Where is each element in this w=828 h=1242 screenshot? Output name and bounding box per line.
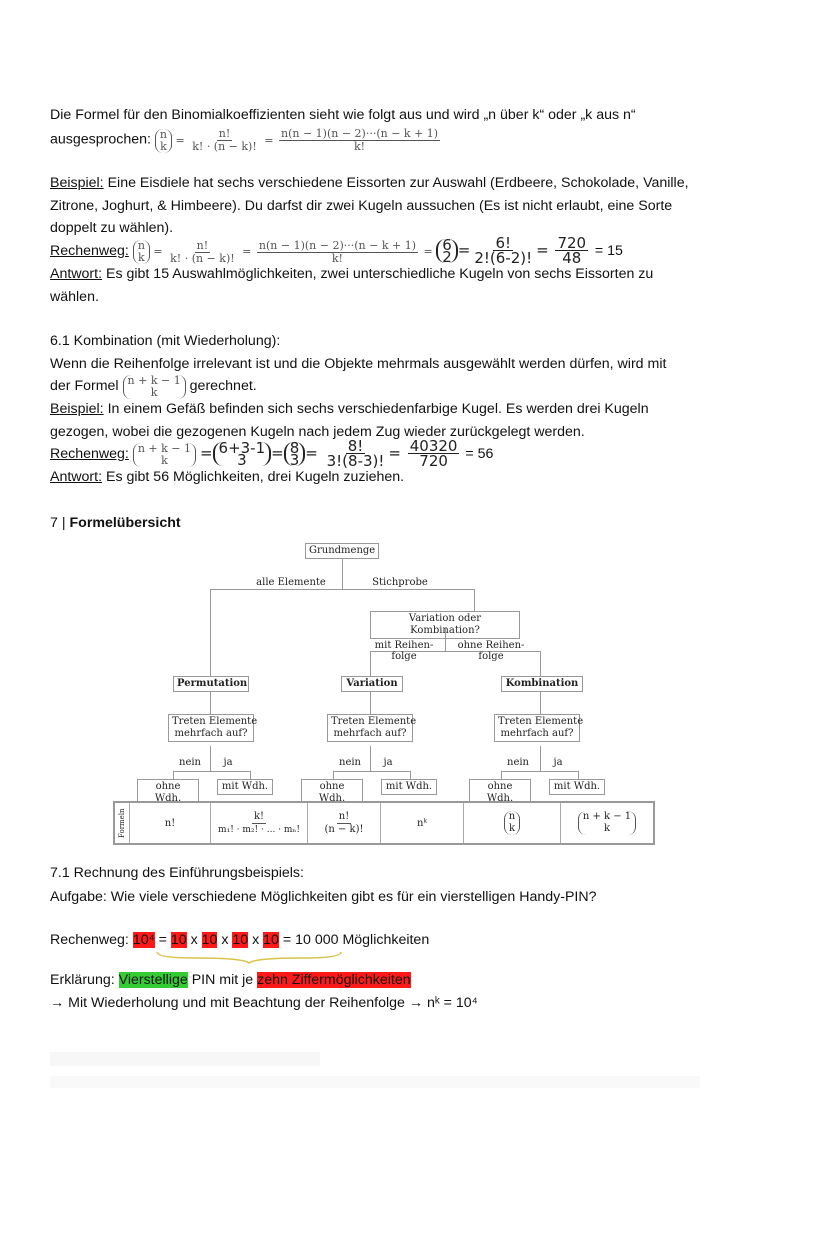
section-7-heading: 7 | Formelübersicht [50, 515, 181, 531]
left-branch-label: alle Elemente [256, 577, 326, 588]
komb-mit-wdh: mit Wdh. [549, 779, 605, 795]
ja-label-1: ja [223, 757, 233, 768]
right-branch-label: Stichprobe [372, 577, 428, 588]
faded-text-block-2 [50, 1076, 700, 1088]
example1-line-1: Beispiel: Eine Eisdiele hat sechs versch… [50, 175, 689, 191]
ja-label-2: ja [383, 757, 393, 768]
nein-label-3: nein [507, 757, 529, 768]
formula-variation: n!(n − k)! [307, 803, 380, 843]
section-6-1-title: 6.1 Kombination (mit Wiederholung): [50, 333, 281, 349]
section-7-1-conclusion: → Mit Wiederholung und mit Beachtung der… [50, 995, 478, 1011]
nein-label-2: nein [339, 757, 361, 768]
section-7-1-explanation: Erklärung: Vierstellige PIN mit je zehn … [50, 972, 411, 988]
section-6-1-example-2: gezogen, wobei die gezogenen Kugeln nach… [50, 424, 585, 440]
example1-answer-2: wählen. [50, 289, 99, 305]
treten-box-1: Treten Elemente mehrfach auf? [168, 714, 257, 742]
formeln-label: Formeln [118, 808, 126, 838]
ohne-reihenfolge-label: ohne Reihen- folge [457, 640, 525, 662]
section-7-1-task: Aufgabe: Wie viele verschiedene Möglichk… [50, 889, 597, 905]
formula-overview-diagram: Grundmenge alle Elemente Stichprobe Vari… [113, 543, 655, 846]
section-7-1-calculation: Rechenweg: 10⁴ = 10 x 10 x 10 x 10 = 10 … [50, 932, 430, 948]
nein-label-1: nein [179, 757, 201, 768]
root-box: Grundmenge [305, 543, 379, 559]
perm-mit-wdh: mit Wdh. [217, 779, 273, 795]
intro-label: ausgesprochen: [50, 131, 151, 148]
variation-box: Variation [341, 676, 403, 692]
example1-line-2: Zitrone, Joghurt, & Himbeere). Du darfst… [50, 198, 673, 214]
intro-line-1: Die Formel für den Binomialkoeffizienten… [50, 107, 636, 123]
formula-row: Formeln n! k!m₁! · m₂! · ... · mₙ! n!(n … [113, 801, 655, 845]
mit-reihenfolge-label: mit Reihen- folge [374, 640, 434, 662]
section-6-1-example-1: Beispiel: In einem Gefäß befinden sich s… [50, 401, 649, 417]
treten-box-2: Treten Elemente mehrfach auf? [327, 714, 416, 742]
example1-line-3: doppelt zu wählen). [50, 220, 174, 236]
permutation-box: Permutation [173, 676, 249, 692]
ja-label-3: ja [553, 757, 563, 768]
section-6-1-text-1: Wenn die Reihenfolge irrelevant ist und … [50, 356, 667, 372]
formula-permutation-wdh: k!m₁! · m₂! · ... · mₙ! [210, 803, 307, 843]
var-mit-wdh: mit Wdh. [381, 779, 437, 795]
example1-result: = 15 [594, 243, 623, 259]
treten-box-3: Treten Elemente mehrfach auf? [494, 714, 583, 742]
example1-answer-1: Antwort: Es gibt 15 Auswahlmöglichkeiten… [50, 266, 654, 282]
section-7-1-title: 7.1 Rechnung des Einführungsbeispiels: [50, 865, 304, 881]
formula-permutation: n! [129, 803, 210, 843]
formula-variation-wdh: nᵏ [380, 803, 463, 843]
kombination-box: Kombination [501, 676, 583, 692]
section-6-1-answer: Antwort: Es gibt 56 Möglichkeiten, drei … [50, 469, 405, 485]
faded-text-block-1 [50, 1052, 320, 1066]
brace-annotation [156, 951, 342, 964]
